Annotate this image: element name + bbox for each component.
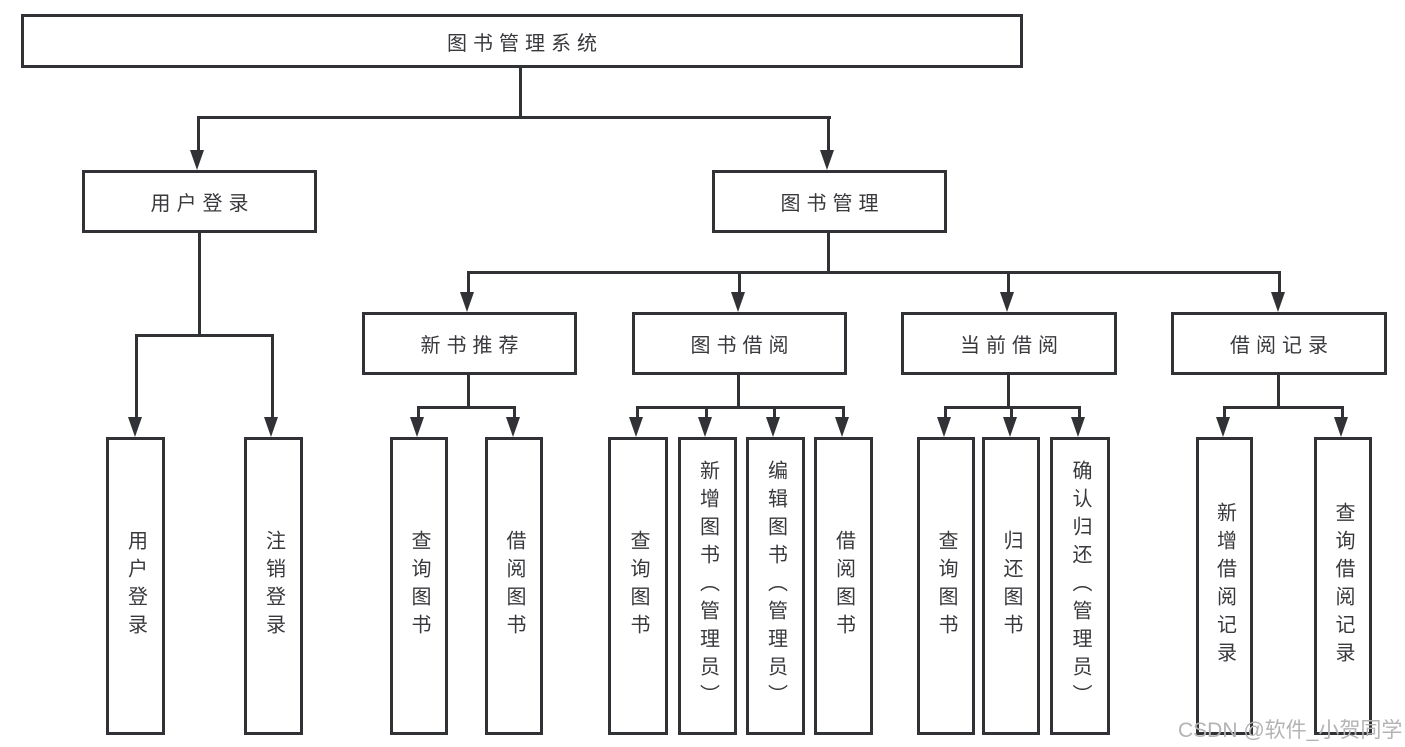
node-book-management: 图书管理	[712, 170, 947, 233]
connector-line	[705, 406, 708, 420]
node-label: 借阅图书	[503, 530, 525, 642]
node-borrow-books-recommend: 借阅图书	[485, 437, 543, 735]
arrowhead-down-icon	[1216, 417, 1230, 437]
arrowhead-down-icon	[1334, 417, 1348, 437]
arrowhead-down-icon	[410, 417, 424, 437]
arrowhead-down-icon	[128, 417, 142, 437]
node-new-book-recommend: 新书推荐	[362, 312, 577, 375]
node-label: 新增借阅记录	[1213, 502, 1236, 670]
arrowhead-down-icon	[460, 292, 474, 312]
connector-line	[1078, 406, 1081, 420]
node-add-book-admin: 新增图书（管理员）	[678, 437, 737, 735]
connector-line	[1010, 406, 1013, 420]
arrowhead-down-icon	[766, 417, 780, 437]
arrowhead-down-icon	[698, 417, 712, 437]
connector-line	[271, 334, 274, 420]
node-label: 图书管理系统	[447, 32, 603, 55]
connector-line	[842, 406, 845, 420]
connector-line	[1277, 375, 1280, 409]
node-borrowing-records: 借阅记录	[1171, 312, 1387, 375]
connector-line	[417, 406, 516, 409]
node-label: 借阅记录	[1230, 335, 1334, 357]
arrowhead-down-icon	[629, 417, 643, 437]
arrowhead-down-icon	[835, 417, 849, 437]
arrowhead-down-icon	[1071, 417, 1085, 437]
connector-line	[1278, 271, 1281, 295]
connector-line	[944, 406, 947, 420]
connector-line	[827, 116, 830, 154]
connector-line	[738, 271, 741, 295]
node-label: 用户登录	[124, 530, 147, 642]
node-label: 查询借阅记录	[1332, 502, 1354, 670]
node-label: 归还图书	[1000, 530, 1022, 642]
node-confirm-return-admin: 确认归还（管理员）	[1050, 437, 1110, 735]
connector-line	[519, 68, 522, 118]
arrowhead-down-icon	[1003, 417, 1017, 437]
connector-line	[636, 406, 845, 409]
node-logout-leaf: 注销登录	[244, 437, 303, 735]
connector-line	[135, 334, 138, 420]
arrowhead-down-icon	[731, 292, 745, 312]
node-label: 查询图书	[935, 530, 957, 642]
arrowhead-down-icon	[1271, 292, 1285, 312]
node-label: 查询图书	[627, 530, 649, 642]
connector-line	[737, 375, 740, 409]
node-add-borrow-record: 新增借阅记录	[1196, 437, 1253, 735]
node-label: 编辑图书（管理员）	[764, 460, 787, 712]
node-label: 图书管理	[780, 193, 885, 215]
connector-line	[198, 233, 201, 336]
arrowhead-down-icon	[264, 417, 278, 437]
node-label: 确认归还（管理员）	[1069, 460, 1091, 712]
node-book-borrowing: 图书借阅	[632, 312, 847, 375]
arrowhead-down-icon	[506, 417, 520, 437]
node-query-borrow-record: 查询借阅记录	[1314, 437, 1372, 735]
node-query-books-recommend: 查询图书	[390, 437, 448, 735]
node-label: 注销登录	[262, 530, 285, 642]
connector-line	[417, 406, 420, 420]
connector-line	[1223, 406, 1344, 409]
arrowhead-down-icon	[820, 150, 834, 170]
connector-line	[1341, 406, 1344, 420]
node-query-books-borrowing: 查询图书	[608, 437, 668, 735]
node-label: 用户登录	[150, 193, 255, 215]
arrowhead-down-icon	[937, 417, 951, 437]
connector-line	[1223, 406, 1226, 420]
connector-line	[197, 116, 200, 154]
connector-line	[513, 406, 516, 420]
node-label: 当前借阅	[960, 335, 1064, 357]
node-query-books-current: 查询图书	[917, 437, 975, 735]
arrowhead-down-icon	[190, 150, 204, 170]
node-return-book: 归还图书	[982, 437, 1040, 735]
node-label: 借阅图书	[832, 530, 855, 642]
node-library-system: 图书管理系统	[21, 14, 1023, 68]
connector-line	[1007, 271, 1010, 295]
csdn-watermark: CSDN @软件_小贺同学	[1178, 719, 1403, 742]
connector-line	[636, 406, 639, 420]
node-label: 查询图书	[408, 530, 430, 642]
connector-line	[467, 271, 1281, 274]
node-label: 图书借阅	[690, 335, 795, 357]
connector-line	[135, 334, 274, 337]
arrowhead-down-icon	[1000, 292, 1014, 312]
node-user-login: 用户登录	[82, 170, 317, 233]
node-borrow-books-leaf: 借阅图书	[814, 437, 873, 735]
node-user-login-leaf: 用户登录	[106, 437, 165, 735]
connector-line	[467, 375, 470, 409]
node-edit-book-admin: 编辑图书（管理员）	[746, 437, 805, 735]
connector-line	[1007, 375, 1010, 409]
node-current-borrowing: 当前借阅	[901, 312, 1117, 375]
connector-line	[827, 233, 830, 273]
connector-line	[773, 406, 776, 420]
connector-line	[467, 271, 470, 295]
connector-line	[197, 116, 831, 119]
node-label: 新书推荐	[420, 335, 525, 357]
node-label: 新增图书（管理员）	[696, 460, 719, 712]
